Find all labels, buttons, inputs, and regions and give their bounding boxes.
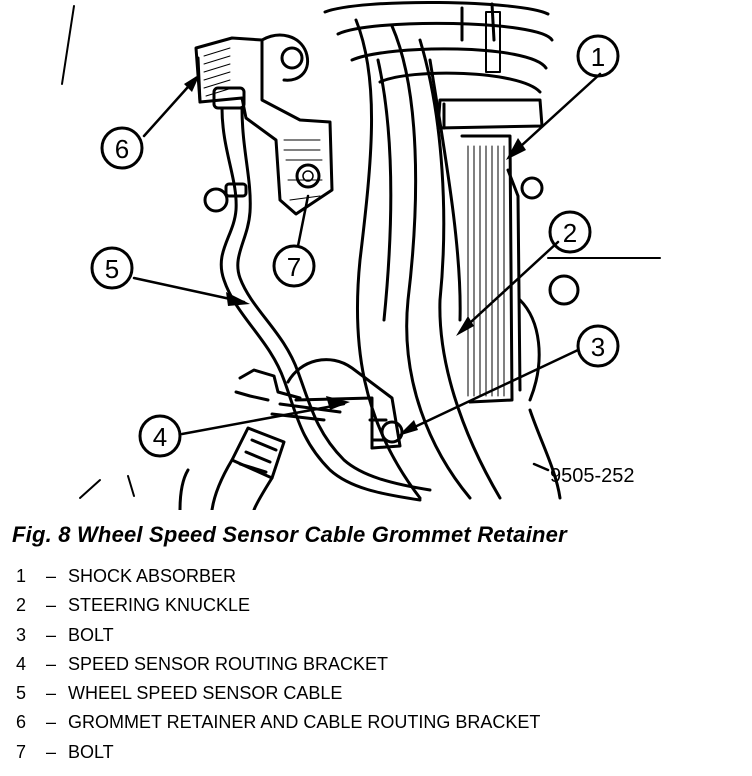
callout-6-label: 6 (115, 134, 129, 164)
legend-item: 6–GROMMET RETAINER AND CABLE ROUTING BRA… (16, 708, 540, 737)
shock-absorber-shading (467, 145, 505, 397)
legend-item-number: 5 (16, 683, 27, 704)
leader-lines (132, 72, 602, 472)
callout-3-label: 3 (591, 332, 605, 362)
figure-id: 9505-252 (550, 465, 635, 487)
callout-1-circle (576, 34, 620, 78)
callout-4-label: 4 (153, 422, 167, 452)
speed-sensor-routing-bracket (234, 358, 402, 450)
legend-item-label: BOLT (68, 624, 114, 645)
legend-item-number: 4 (16, 653, 27, 674)
legend-item-number: 2 (16, 595, 27, 616)
legend-item-separator: – (45, 624, 56, 645)
legend-item-number: 3 (16, 624, 27, 645)
technical-diagram: 1 2 3 4 5 6 7 9505-252 (61, 0, 661, 510)
wheel-speed-sensor-cable (219, 106, 432, 502)
legend-item-separator: – (45, 741, 56, 762)
legend-item: 1–SHOCK ABSORBER (16, 562, 540, 591)
legend-item: 4–SPEED SENSOR ROUTING BRACKET (16, 650, 540, 679)
sensor-connector (178, 426, 286, 510)
callout-3-circle (576, 324, 620, 368)
callout-7-circle (272, 244, 316, 288)
legend-item-label: WHEEL SPEED SENSOR CABLE (68, 683, 343, 704)
legend-item-separator: – (45, 566, 56, 586)
legend-item-separator: – (45, 653, 56, 674)
callout-4-circle (138, 414, 182, 458)
callout-5-circle (90, 246, 134, 290)
bolt-7-head (295, 163, 321, 189)
legend-item-number: 6 (16, 712, 27, 733)
cable-grommet (212, 86, 248, 198)
callout-1-label: 1 (591, 42, 605, 72)
mount-holes (203, 176, 580, 306)
coil-spring (323, 0, 554, 94)
legend-item-separator: – (45, 595, 56, 616)
steering-knuckle (354, 18, 562, 500)
legend-item-number: 1 (16, 566, 27, 586)
callout-circles (90, 34, 620, 458)
legend-item-label: SPEED SENSOR ROUTING BRACKET (68, 653, 389, 674)
legend-item-label: GROMMET RETAINER AND CABLE ROUTING BRACK… (68, 712, 541, 733)
legend-item-label: BOLT (68, 741, 114, 762)
legend-item: 2–STEERING KNUCKLE (16, 591, 540, 620)
legend-item: 3–BOLT (16, 621, 540, 650)
legend-item-separator: – (45, 712, 56, 733)
callout-2-circle (548, 210, 592, 254)
arrowheads (184, 74, 526, 436)
legend-item-label: SHOCK ABSORBER (68, 566, 237, 586)
legend-item-separator: – (45, 683, 56, 704)
callout-5-label: 5 (105, 254, 119, 284)
callout-7-label: 7 (287, 252, 301, 282)
legend-item: 7–BOLT (16, 738, 540, 767)
legend-item: 5–WHEEL SPEED SENSOR CABLE (16, 679, 540, 708)
legend-list: 1–SHOCK ABSORBER 2–STEERING KNUCKLE 3–BO… (16, 562, 540, 767)
legend-item-number: 7 (16, 741, 27, 762)
legend-item-label: STEERING KNUCKLE (68, 595, 251, 616)
figure-caption: Fig. 8 Wheel Speed Sensor Cable Grommet … (12, 522, 567, 547)
callout-2-label: 2 (563, 218, 577, 248)
callout-6-circle (100, 126, 144, 170)
